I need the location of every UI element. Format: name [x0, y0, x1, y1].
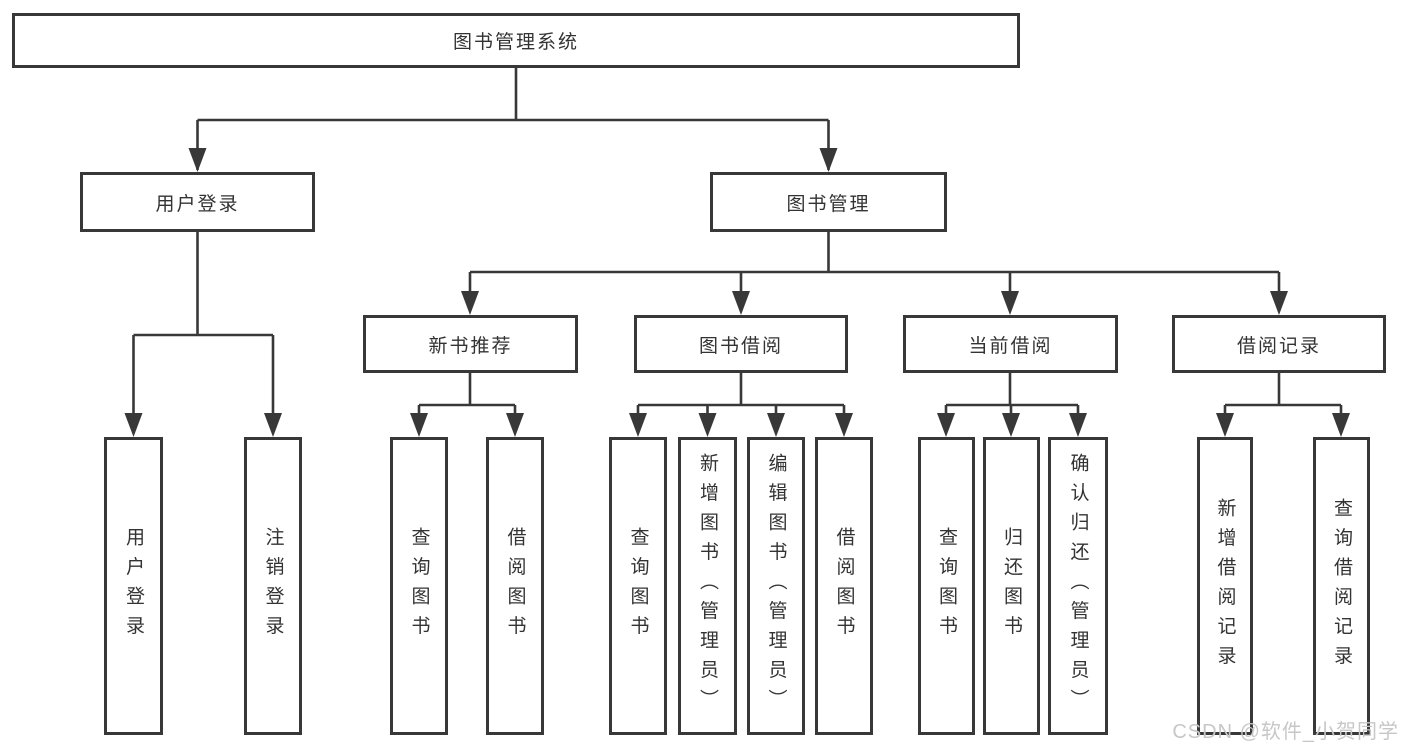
leaf-label: 借阅图书: [504, 527, 526, 645]
node-label: 借阅记录: [1236, 335, 1321, 357]
connector-lines: [132, 68, 1343, 433]
leaf-label: 借阅图书: [833, 527, 855, 645]
leaf-newbook-borrow-books: 借阅图书: [486, 437, 544, 735]
leaf-label: 新增借阅记录: [1214, 497, 1236, 675]
leaf-label: 用户登录: [123, 527, 144, 645]
node-borrowing-records: 借阅记录: [1172, 315, 1386, 373]
leaf-label: 注销登录: [262, 527, 284, 645]
leaf-label: 新增图书（管理员）: [697, 453, 718, 719]
leaf-logout: 注销登录: [244, 437, 302, 735]
node-label: 图书管理系统: [452, 32, 579, 53]
leaf-borrowing-edit-books-admin: 编辑图书（管理员）: [747, 437, 805, 735]
node-book-borrowing: 图书借阅: [634, 315, 848, 373]
node-label: 用户登录: [155, 193, 240, 215]
node-label: 新书推荐: [428, 335, 513, 357]
leaf-current-confirm-return-admin: 确认归还（管理员）: [1048, 437, 1108, 735]
leaf-borrowing-query-books: 查询图书: [609, 437, 667, 735]
connector-arrowheads: [124, 148, 1350, 437]
leaf-label: 查询图书: [936, 527, 957, 645]
node-library-management-system: 图书管理系统: [12, 13, 1020, 68]
node-current-borrowing: 当前借阅: [903, 315, 1118, 373]
leaf-label: 归还图书: [1001, 527, 1022, 645]
leaf-current-return-books: 归还图书: [983, 437, 1040, 735]
leaf-label: 查询借阅记录: [1331, 497, 1352, 675]
node-user-login: 用户登录: [80, 172, 315, 232]
leaf-label: 查询图书: [627, 527, 649, 645]
leaf-borrowing-borrow-books: 借阅图书: [815, 437, 873, 735]
leaf-label: 编辑图书（管理员）: [765, 453, 787, 719]
csdn-watermark: CSDN @软件_小贺同学: [1172, 721, 1399, 743]
leaf-label: 查询图书: [408, 527, 430, 645]
leaf-records-query-record: 查询借阅记录: [1313, 437, 1370, 735]
leaf-label: 确认归还（管理员）: [1067, 453, 1089, 719]
leaf-newbook-query-books: 查询图书: [390, 437, 448, 735]
node-label: 图书借阅: [698, 335, 783, 357]
node-book-management: 图书管理: [710, 172, 947, 232]
node-new-book-recommendation: 新书推荐: [363, 315, 578, 373]
leaf-records-add-record: 新增借阅记录: [1197, 437, 1253, 735]
leaf-borrowing-add-books-admin: 新增图书（管理员）: [678, 437, 737, 735]
leaf-user-login: 用户登录: [104, 437, 163, 735]
node-label: 图书管理: [786, 193, 871, 215]
leaf-current-query-books: 查询图书: [918, 437, 975, 735]
node-label: 当前借阅: [968, 335, 1053, 357]
